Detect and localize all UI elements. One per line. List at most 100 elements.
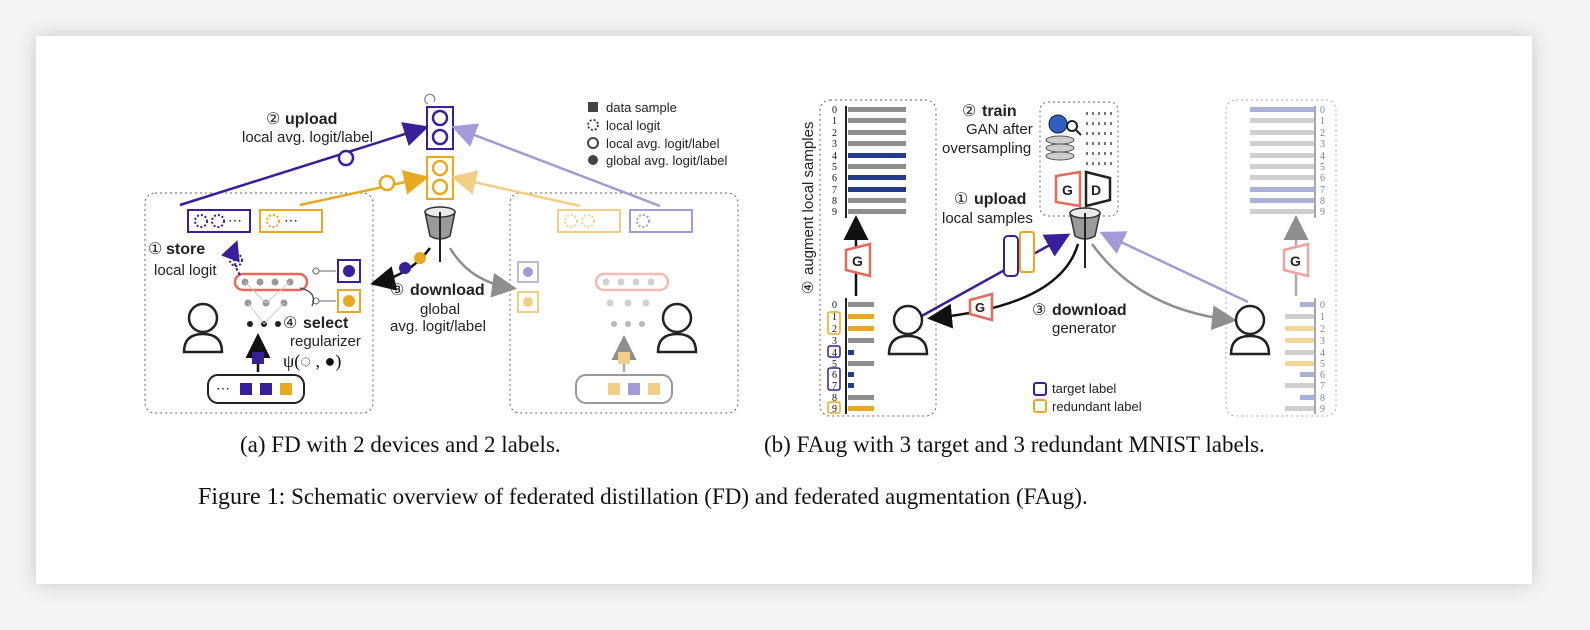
panel-a: ⋯ ⋯ [144, 93, 739, 414]
digit-label: 1 [832, 312, 837, 323]
legend-local-logit-marker [587, 119, 599, 131]
gan-icon: G D [1054, 170, 1112, 208]
step-select-sub: regularizer [290, 333, 361, 350]
step-store-title: store [166, 241, 205, 258]
step-download-b-sub: generator [1052, 320, 1116, 337]
legend-local-avg-marker [587, 137, 599, 149]
digit-label: 4 [832, 348, 837, 359]
step-upload-b-sub: local samples [942, 210, 1033, 227]
digit-label: 1 [1320, 116, 1325, 127]
digit-label: 9 [1320, 207, 1325, 218]
digit-label: 7 [1320, 381, 1325, 392]
figure-card [36, 36, 1532, 584]
digit-label: 4 [1320, 348, 1325, 359]
user-b-left [887, 304, 929, 356]
digit-label: 0 [832, 105, 837, 116]
digit-labels-right-local: 0 1 2 3 4 5 6 7 8 9 [1320, 300, 1325, 415]
augment-label: augment local samples [800, 122, 817, 275]
histogram-right-augmented [1250, 107, 1314, 214]
legend-local-avg: local avg. logit/label [606, 136, 720, 151]
user-icon-left [182, 302, 224, 354]
user-b-right [1229, 304, 1271, 356]
svg-text:⋯: ⋯ [284, 212, 298, 228]
step-download-b-title: download [1052, 302, 1127, 319]
digit-label: 8 [1320, 393, 1325, 404]
svg-text:⋯: ⋯ [228, 212, 242, 228]
legend-local-logit: local logit [606, 118, 661, 133]
step-download-b-num: ③ [1032, 302, 1046, 319]
step-upload-title: upload [285, 111, 337, 128]
gan-g-letter: G [1062, 182, 1073, 198]
caption-a: (a) FD with 2 devices and 2 labels. [240, 432, 561, 457]
step-train-num: ② [962, 103, 976, 120]
step-upload-b-num: ① [954, 191, 968, 208]
legend-redundant-marker [1033, 399, 1047, 413]
digit-label: 1 [1320, 312, 1325, 323]
digit-label: 7 [1320, 185, 1325, 196]
digit-label: 6 [832, 370, 837, 381]
database-icon [1045, 135, 1075, 161]
figure-caption: Figure 1: Schematic overview of federate… [198, 484, 1088, 511]
step-select-title: select [303, 315, 349, 332]
gan-d-letter: D [1091, 182, 1101, 198]
digit-label: 6 [1320, 173, 1325, 184]
legend-global-avg: global avg. logit/label [606, 153, 728, 168]
svg-text:⋯: ⋯ [216, 380, 230, 396]
digit-label: 7 [832, 381, 837, 392]
step-download-sub1: global [420, 301, 460, 318]
digit-label: 5 [1320, 359, 1325, 370]
server-icon [424, 206, 456, 262]
gen-left-letter: G [852, 253, 863, 269]
digit-label: 0 [832, 300, 837, 311]
server-b-icon [1069, 207, 1101, 268]
step-select-num: ④ [283, 315, 297, 332]
digit-label: 5 [1320, 162, 1325, 173]
digit-label: 3 [832, 139, 837, 150]
step-download-num: ③ [390, 282, 404, 299]
digit-label: 8 [1320, 196, 1325, 207]
gen-right-letter: G [1290, 253, 1301, 269]
step-upload-num: ② [266, 111, 280, 128]
legend-target-marker [1033, 382, 1047, 396]
step-train-sub2: oversampling [942, 140, 1031, 157]
digit-label: 2 [832, 324, 837, 335]
histogram-local [848, 302, 874, 411]
step-train-title: train [982, 103, 1017, 120]
digit-labels-left: 0 1 2 3 4 5 6 7 8 9 [832, 105, 837, 218]
legend-global-avg-marker [588, 155, 598, 165]
digit-label: 9 [832, 207, 837, 218]
legend-data-sample-marker [588, 102, 598, 112]
mnist-grid [1086, 112, 1112, 165]
digit-label: 5 [832, 162, 837, 173]
figure-caption-text: Schematic overview of federated distilla… [291, 484, 1088, 509]
digit-label: 4 [832, 151, 837, 162]
device-b-left [819, 99, 937, 417]
digit-label: 3 [1320, 336, 1325, 347]
step-upload-sub: local avg. logit/label [242, 129, 373, 146]
digit-label: 8 [832, 196, 837, 207]
step-download-sub2: avg. logit/label [390, 318, 486, 335]
step-store-num: ① [148, 241, 162, 258]
step-store-sub: local logit [154, 262, 217, 279]
digit-label: 2 [832, 128, 837, 139]
augment-step-num: ④ [800, 281, 817, 294]
server-avg-gold [426, 156, 454, 200]
digit-label: 9 [832, 404, 837, 415]
figure-caption-label: Figure 1: [198, 484, 286, 510]
legend-data-sample: data sample [606, 100, 677, 115]
device-b-right [1225, 99, 1337, 417]
step-download-title: download [410, 282, 485, 299]
gen-download-letter: G [975, 300, 985, 315]
panel-b: G G [800, 99, 1337, 417]
digit-label: 8 [832, 393, 837, 404]
digit-label: 0 [1320, 300, 1325, 311]
user-icon-right [656, 302, 698, 354]
server-avg-purple [424, 93, 454, 150]
digit-label: 3 [1320, 139, 1325, 150]
digit-label: 9 [1320, 404, 1325, 415]
digit-label: 5 [832, 359, 837, 370]
digit-label: 3 [832, 336, 837, 347]
legend-redundant: redundant label [1052, 399, 1142, 414]
neural-net-left [233, 272, 309, 327]
